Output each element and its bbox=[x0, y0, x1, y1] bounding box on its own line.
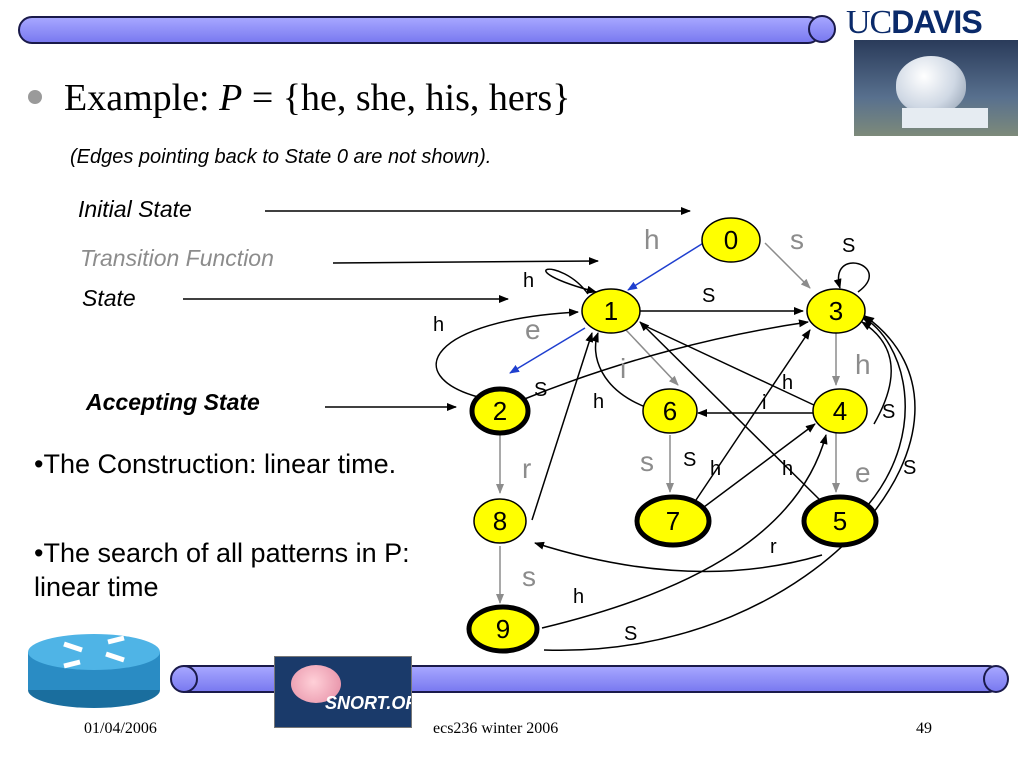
state-9-accepting: 9 bbox=[466, 604, 540, 654]
edge-label: e bbox=[855, 457, 871, 488]
svg-text:6: 6 bbox=[663, 396, 677, 426]
edge-3-self-s bbox=[833, 262, 870, 293]
footer-page-number: 49 bbox=[916, 720, 932, 737]
edge-label: S bbox=[534, 379, 547, 401]
svg-text:9: 9 bbox=[496, 614, 510, 644]
svg-text:5: 5 bbox=[833, 506, 847, 536]
edge-label: h bbox=[782, 458, 793, 480]
edge-8-1-h bbox=[531, 332, 594, 521]
state-0: 0 bbox=[701, 217, 761, 263]
state-4: 4 bbox=[812, 388, 868, 434]
edge-label: S bbox=[683, 449, 696, 471]
svg-text:7: 7 bbox=[666, 506, 680, 536]
bullet-construction: •The Construction: linear time. bbox=[34, 449, 397, 479]
ucdavis-logo: UCDAVIS bbox=[846, 4, 983, 41]
svg-text:1: 1 bbox=[604, 296, 618, 326]
footer-date: 01/04/2006 bbox=[84, 720, 157, 737]
edge-7-4-h bbox=[699, 423, 816, 511]
state-1: 1 bbox=[581, 288, 641, 334]
edge-label: S bbox=[903, 457, 916, 479]
footer-course: ecs236 winter 2006 bbox=[433, 720, 559, 737]
edge-0-1 bbox=[627, 241, 706, 291]
edge-label: h bbox=[644, 224, 660, 255]
state-7-accepting: 7 bbox=[634, 494, 712, 548]
edge-5-3-s bbox=[861, 316, 906, 506]
slide-title: Example: P = {he, she, his, hers} bbox=[28, 76, 570, 120]
state-5-accepting: 5 bbox=[801, 494, 879, 548]
edge-label: S bbox=[882, 401, 895, 423]
transition-function-label: Transition Function bbox=[80, 245, 274, 271]
title-bullet-icon bbox=[28, 90, 42, 104]
accepting-state-label: Accepting State bbox=[86, 389, 260, 415]
state-2-accepting: 2 bbox=[469, 386, 531, 436]
edge-label: h bbox=[573, 586, 584, 608]
edge-5-1-h bbox=[639, 321, 823, 503]
edge-label: h bbox=[523, 270, 534, 292]
edge-4-1-line bbox=[642, 324, 817, 407]
edge-7-3-s bbox=[695, 329, 811, 501]
edge-1-6 bbox=[625, 329, 679, 386]
edge-label: s bbox=[640, 446, 654, 477]
edge-label: S bbox=[624, 623, 637, 645]
edge-label: S bbox=[842, 235, 855, 257]
edge-label: h bbox=[593, 391, 604, 413]
edge-9-4-h bbox=[541, 434, 828, 629]
edge-label: i bbox=[620, 353, 626, 384]
edge-label: h bbox=[433, 314, 444, 336]
initial-state-label: Initial State bbox=[78, 196, 192, 222]
top-title-bar-end-cap bbox=[808, 15, 836, 43]
edge-1-2 bbox=[509, 327, 586, 374]
slide-subtitle: (Edges pointing back to State 0 are not … bbox=[70, 146, 492, 168]
svg-text:8: 8 bbox=[493, 506, 507, 536]
bullet-search: •The search of all patterns in P: linear… bbox=[34, 538, 410, 602]
top-title-bar bbox=[18, 16, 822, 44]
edge-label: i bbox=[762, 392, 766, 414]
state-label: State bbox=[82, 285, 136, 311]
bottom-footer-bar-end-cap bbox=[983, 665, 1009, 693]
snort-logo: SNORT.ORG bbox=[274, 656, 412, 728]
state-3: 3 bbox=[806, 288, 866, 334]
svg-text:3: 3 bbox=[829, 296, 843, 326]
edge-label: h bbox=[782, 372, 793, 394]
egghead-sculpture-photo bbox=[854, 40, 1018, 136]
edge-label: h bbox=[855, 349, 871, 380]
edge-5-8-r bbox=[534, 541, 823, 573]
edge-4-3-s bbox=[861, 321, 892, 425]
edge-2-1-h bbox=[435, 308, 579, 398]
svg-text:2: 2 bbox=[493, 396, 507, 426]
edge-1-self-h bbox=[545, 268, 597, 295]
edge-2-3-s bbox=[521, 319, 809, 401]
transition-function-pointer bbox=[332, 257, 599, 266]
edge-label: S bbox=[702, 285, 715, 307]
edge-label: e bbox=[525, 314, 541, 345]
edge-label: r bbox=[770, 536, 777, 558]
state-6: 6 bbox=[642, 388, 698, 434]
edge-0-3 bbox=[764, 242, 811, 289]
state-8: 8 bbox=[473, 498, 527, 544]
edge-label: r bbox=[522, 453, 531, 484]
edge-label: h bbox=[710, 458, 721, 480]
edge-6-1-h bbox=[591, 332, 649, 409]
edge-label: s bbox=[790, 224, 804, 255]
router-icon bbox=[28, 634, 160, 708]
svg-text:4: 4 bbox=[833, 396, 847, 426]
edge-label: s bbox=[522, 561, 536, 592]
svg-text:0: 0 bbox=[724, 225, 738, 255]
bottom-footer-bar-start-cap bbox=[170, 665, 198, 693]
